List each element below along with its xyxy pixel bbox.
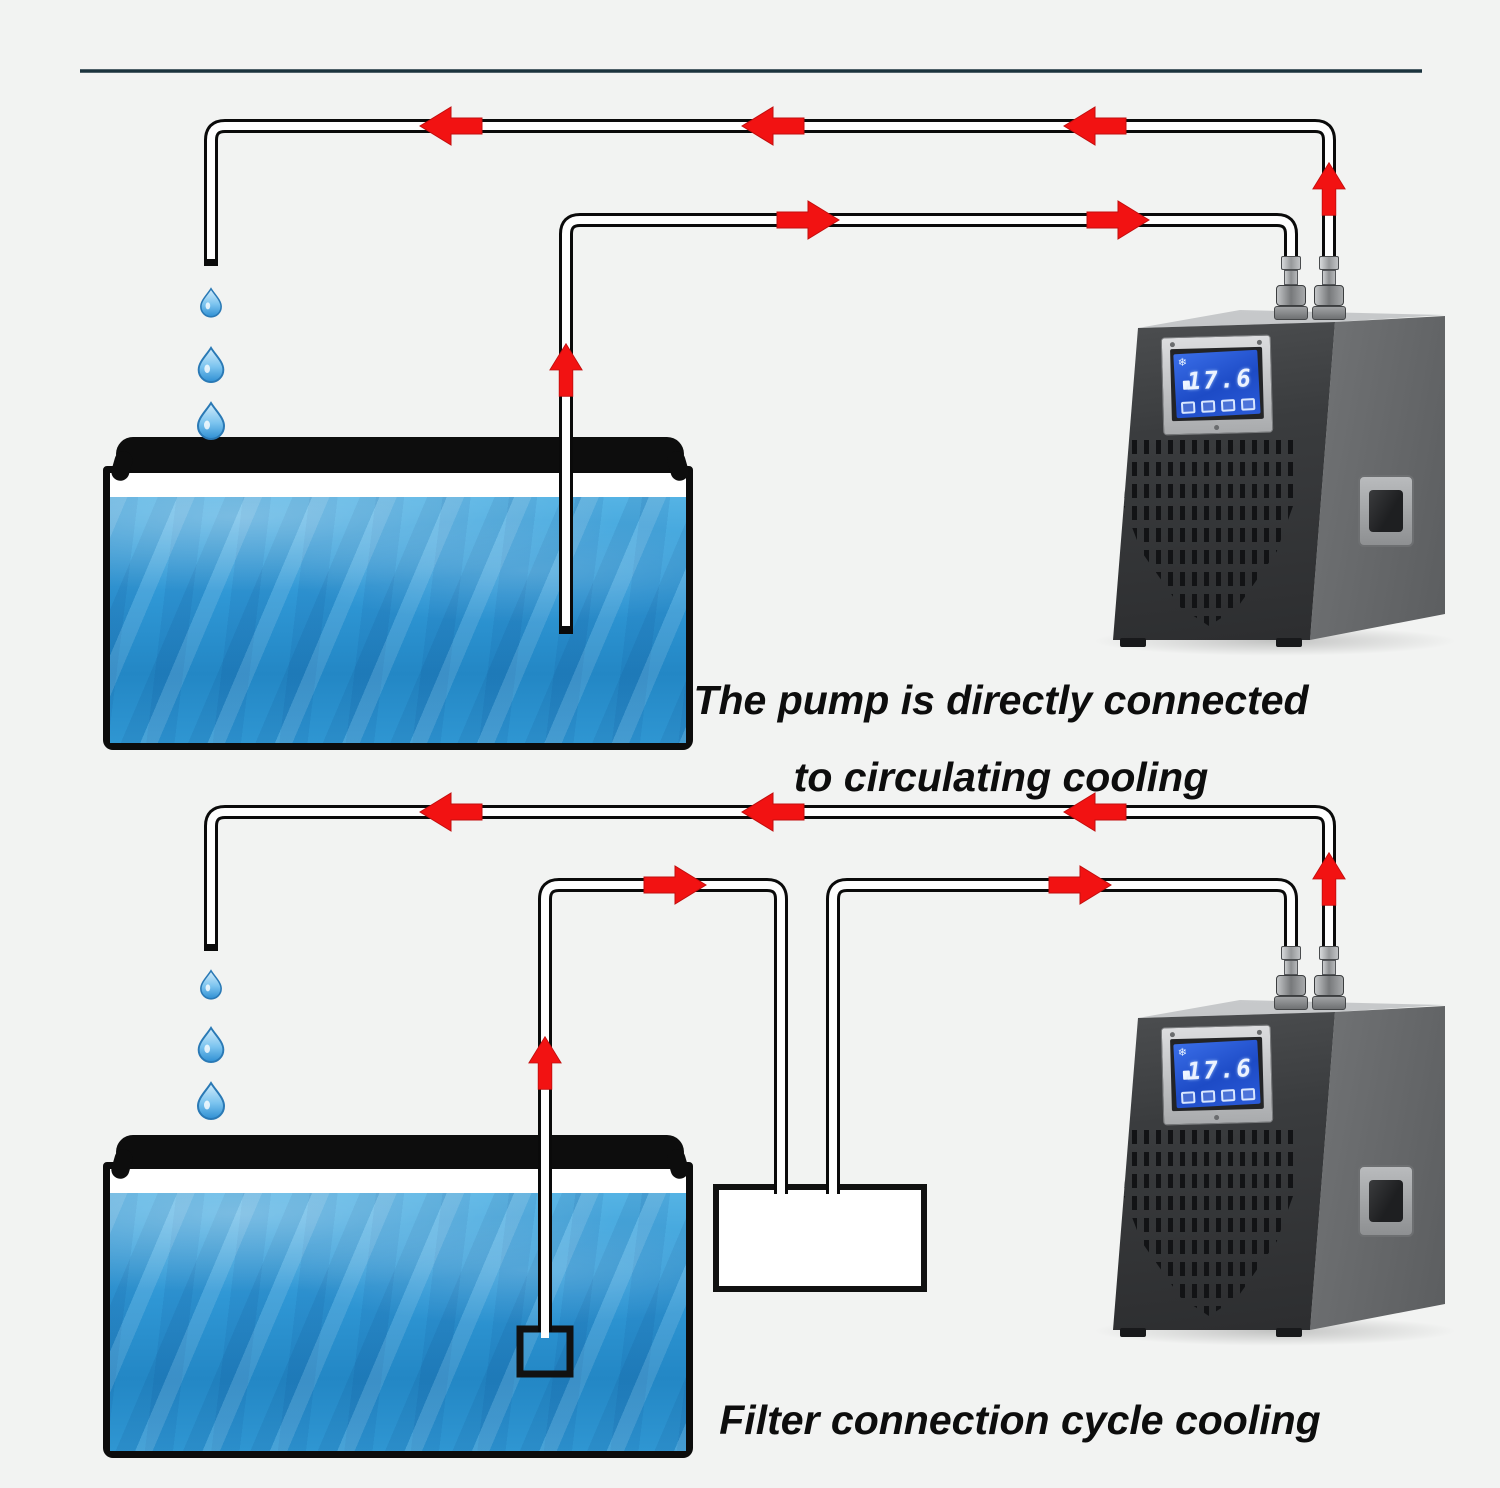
vent-slots <box>1120 440 1298 626</box>
temperature-readout: 17.6 <box>1186 364 1254 396</box>
water-inlet-connector <box>1274 946 1308 1011</box>
water-chiller-unit: ❄ 17.6 <box>1092 946 1458 1346</box>
connector-base <box>1274 996 1308 1011</box>
connector-nut <box>1276 285 1306 307</box>
water-inlet-connector <box>1274 256 1308 321</box>
tank-water <box>110 1193 686 1451</box>
screen-button-icon <box>1200 1090 1216 1103</box>
flow-arrow-up-icon <box>1312 852 1346 906</box>
screen-button-icon <box>1200 400 1216 413</box>
chiller-side-face <box>1310 1006 1445 1330</box>
connector-nut <box>1314 285 1344 307</box>
caption-line: The pump is directly connected <box>693 677 1309 723</box>
connector-tip <box>1281 946 1301 960</box>
screen-button-icon <box>1220 399 1236 412</box>
water-drop-icon <box>197 402 225 440</box>
chiller-foot <box>1276 638 1302 647</box>
flow-arrow-left-icon <box>1063 106 1127 146</box>
water-outlet-connector <box>1312 946 1346 1011</box>
screw-icon <box>1214 1114 1220 1121</box>
flow-arrow-right-icon <box>1048 865 1112 905</box>
screen-button-icon <box>1180 1091 1196 1104</box>
flow-arrow-left-icon <box>419 106 483 146</box>
screen-button-icon <box>1240 397 1256 411</box>
connector-tip <box>1319 946 1339 960</box>
vent-slots <box>1120 1130 1298 1316</box>
connector-nut <box>1276 975 1306 997</box>
connector-tip <box>1319 256 1339 270</box>
return-pipe <box>204 805 1336 951</box>
water-chiller-unit: ❄ 17.6 <box>1092 256 1458 656</box>
flow-arrow-left-icon <box>419 792 483 832</box>
screen-button-row <box>1180 397 1256 414</box>
temperature-readout: 17.6 <box>1186 1054 1254 1086</box>
connector-shaft <box>1322 959 1336 976</box>
screen-button-icon <box>1240 1087 1256 1101</box>
screen-button-icon <box>1220 1089 1236 1102</box>
screw-icon <box>1256 1029 1262 1035</box>
screw-icon <box>1256 339 1262 345</box>
lcd-frame: ❄ 17.6 <box>1170 1036 1264 1112</box>
handle-grip <box>1369 1180 1403 1222</box>
tank-lid <box>116 1135 684 1169</box>
connector-base <box>1274 306 1308 321</box>
chiller-lcd-screen: ❄ 17.6 <box>1173 349 1261 419</box>
flow-arrow-up-icon <box>549 343 583 397</box>
water-drop-icon <box>197 346 225 383</box>
water-drop-icon <box>200 969 222 1000</box>
connector-shaft <box>1284 269 1298 286</box>
chiller-foot <box>1276 1328 1302 1337</box>
return-pipe <box>204 119 1336 266</box>
water-drop-icon <box>197 1026 225 1064</box>
tank-lid <box>116 437 684 471</box>
flow-arrow-left-icon <box>741 106 805 146</box>
flow-arrow-up-icon <box>528 1036 562 1090</box>
flow-arrow-up-icon <box>1312 162 1346 216</box>
connector-shaft <box>1322 269 1336 286</box>
flow-arrow-right-icon <box>776 200 840 240</box>
return-pipe-core <box>207 122 1333 262</box>
screw-icon <box>1169 342 1175 348</box>
chiller-side-face <box>1310 316 1445 640</box>
connector-shaft <box>1284 959 1298 976</box>
chiller-foot <box>1120 1328 1146 1337</box>
chiller-handle <box>1358 1165 1414 1237</box>
chiller-display-panel: ❄ 17.6 <box>1160 334 1274 436</box>
caption-line: Filter connection cycle cooling <box>719 1397 1321 1443</box>
ventilation-grille <box>1120 1130 1298 1316</box>
connector-base <box>1312 306 1346 321</box>
lcd-frame: ❄ 17.6 <box>1170 346 1264 422</box>
connector-base <box>1312 996 1346 1011</box>
screen-button-icon <box>1180 401 1196 414</box>
handle-grip <box>1369 490 1403 532</box>
caption-pump-connection: The pump is directly connected to circul… <box>651 662 1351 816</box>
water-drop-icon <box>197 1082 225 1120</box>
filter-box <box>713 1184 927 1292</box>
caption-filter-connection: Filter connection cycle cooling <box>670 1382 1370 1459</box>
aquarium-tank <box>103 466 693 750</box>
tank-water <box>110 497 686 743</box>
screw-icon <box>1214 424 1220 431</box>
chiller-handle <box>1358 475 1414 547</box>
chiller-display-panel: ❄ 17.6 <box>1160 1024 1274 1126</box>
screw-icon <box>1169 1032 1175 1038</box>
screen-button-row <box>1180 1087 1256 1104</box>
return-pipe-core <box>207 808 1333 950</box>
aquarium-tank <box>103 1162 693 1458</box>
connector-tip <box>1281 256 1301 270</box>
water-outlet-connector <box>1312 256 1346 321</box>
connector-nut <box>1314 975 1344 997</box>
chiller-lcd-screen: ❄ 17.6 <box>1173 1039 1261 1109</box>
water-drop-icon <box>200 287 222 318</box>
ventilation-grille <box>1120 440 1298 626</box>
caption-line: to circulating cooling <box>793 754 1209 800</box>
flow-arrow-right-icon <box>643 865 707 905</box>
chiller-foot <box>1120 638 1146 647</box>
flow-arrow-right-icon <box>1086 200 1150 240</box>
